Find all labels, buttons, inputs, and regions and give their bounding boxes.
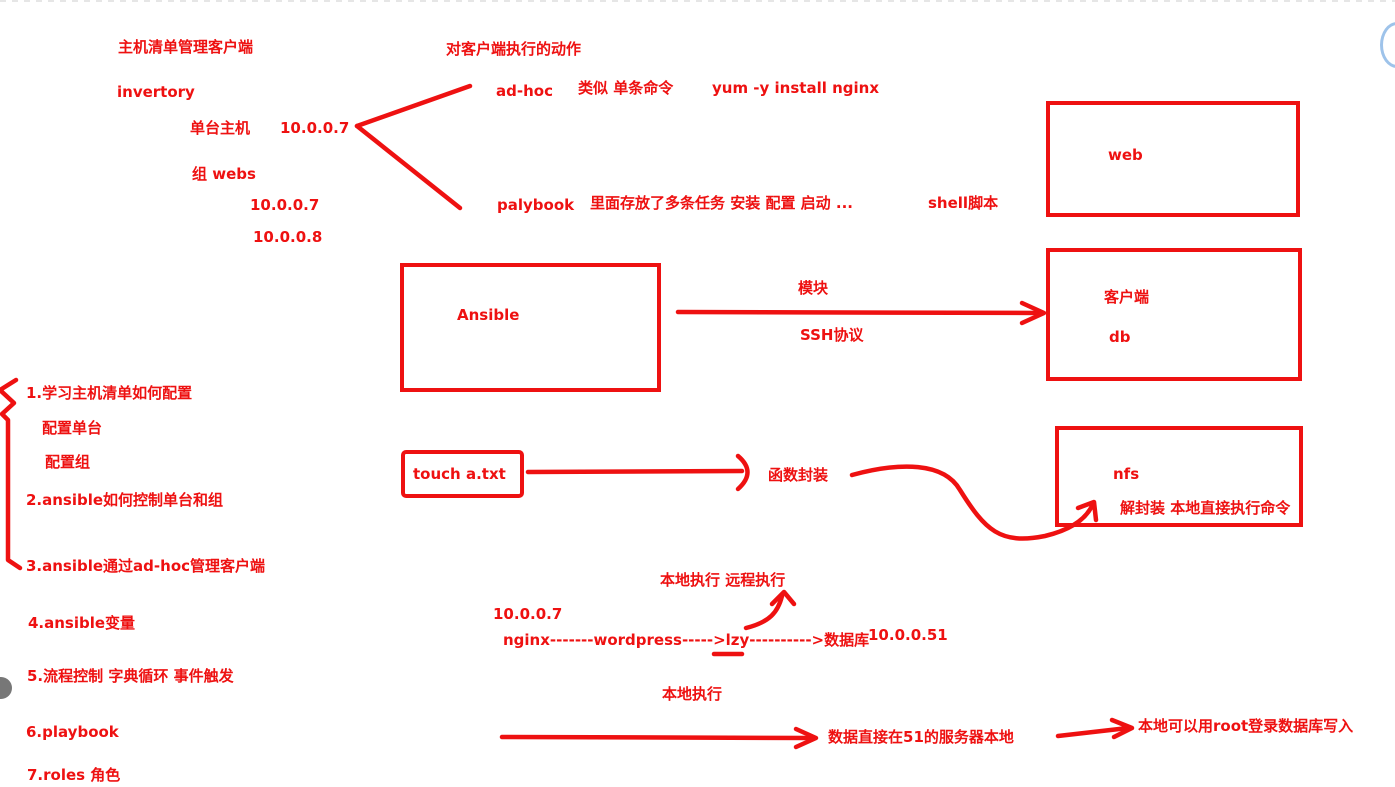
step-7: 7.roles 角色 — [27, 766, 121, 784]
nfs-box — [1055, 426, 1303, 527]
curve-func-nfs — [849, 464, 1095, 541]
inventory-title: 主机清单管理客户端 — [118, 38, 254, 56]
step-1a: 配置单台 — [42, 419, 103, 437]
data-local-label: 数据直接在51的服务器本地 — [828, 728, 1014, 746]
flow-ip: 10.0.0.7 — [493, 605, 563, 623]
arrow-local-data — [499, 734, 815, 741]
arrow-ansible-client — [675, 309, 1045, 316]
local-exec-label: 本地执行 — [662, 685, 723, 703]
db-ip: 10.0.0.51 — [868, 626, 948, 644]
client-db-box — [1046, 248, 1302, 381]
client-label: 客户端 — [1104, 288, 1150, 306]
group-ip-1: 10.0.0.7 — [250, 196, 320, 214]
step-2: 2.ansible如何控制单台和组 — [26, 491, 224, 509]
step-5: 5.流程控制 字典循环 事件触发 — [27, 667, 234, 685]
shell-label: shell脚本 — [928, 194, 999, 212]
arrow-touch-func-head — [735, 453, 750, 492]
fork-line-lower — [354, 123, 463, 211]
single-host-ip: 10.0.0.7 — [280, 119, 350, 137]
side-handle-button[interactable] — [0, 677, 12, 699]
group-label: 组 webs — [192, 165, 256, 183]
arrow-local-data-head — [793, 726, 819, 750]
ansible-label: Ansible — [457, 306, 520, 324]
local-remote-label: 本地执行 远程执行 — [660, 571, 786, 589]
top-dotted-border — [0, 0, 1395, 2]
arrow-data-root-head — [1109, 717, 1135, 740]
root-login-label: 本地可以用root登录数据库写入 — [1138, 717, 1354, 735]
actions-title: 对客户端执行的动作 — [446, 40, 582, 58]
flow-chain: nginx-------wordpress----->lzy----------… — [503, 631, 870, 649]
step-4: 4.ansible变量 — [28, 614, 136, 632]
db-label: db — [1109, 328, 1131, 346]
step-6: 6.playbook — [26, 723, 119, 741]
playbook-desc: 里面存放了多条任务 安装 配置 启动 ... — [590, 194, 853, 212]
step-3: 3.ansible通过ad-hoc管理客户端 — [26, 557, 266, 575]
left-bracket — [0, 377, 23, 571]
step-1b: 配置组 — [45, 453, 91, 471]
touch-box — [401, 450, 524, 498]
adhoc-desc: 类似 单条命令 — [578, 79, 674, 97]
nfs-label: nfs — [1113, 465, 1140, 483]
web-box — [1046, 101, 1300, 217]
touch-label: touch a.txt — [413, 465, 506, 483]
ansible-box — [400, 263, 661, 392]
arrow-data-root — [1055, 725, 1131, 739]
web-label: web — [1108, 146, 1143, 164]
adhoc-cmd: yum -y install nginx — [712, 79, 879, 97]
module-label: 模块 — [798, 279, 829, 297]
fork-line-upper — [354, 83, 473, 129]
ssh-label: SSH协议 — [800, 326, 864, 344]
playbook-label: palybook — [497, 196, 575, 214]
arrow-touch-func — [525, 468, 745, 475]
unpack-label: 解封装 本地直接执行命令 — [1120, 499, 1291, 517]
arrow-lzy-remote-head — [769, 589, 797, 607]
arrow-lzy-remote — [743, 593, 785, 631]
arrow-ansible-client-head — [1019, 300, 1047, 326]
func-label: 函数封装 — [768, 466, 829, 484]
curve-func-nfs-head — [1075, 499, 1099, 523]
group-ip-2: 10.0.0.8 — [253, 228, 323, 246]
single-host-label: 单台主机 — [190, 119, 251, 137]
adhoc-label: ad-hoc — [496, 82, 553, 100]
step-1: 1.学习主机清单如何配置 — [26, 384, 193, 402]
inventory-label: invertory — [117, 83, 195, 101]
